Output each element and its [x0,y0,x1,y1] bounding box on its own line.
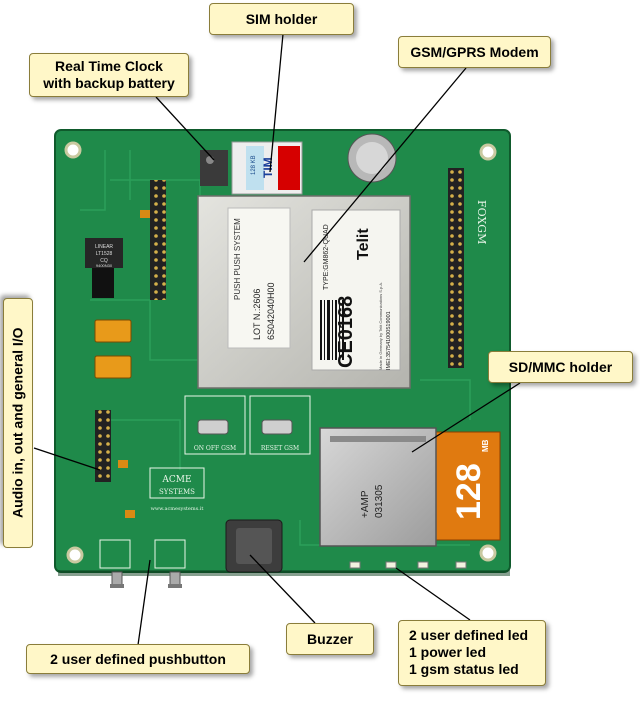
callout-sd-holder-text: SD/MMC holder [508,359,613,375]
pcb-edge-shadow [58,570,510,576]
callout-pushbutton: 2 user defined pushbutton [26,644,250,674]
callout-rtc-line-1: Real Time Clock [55,58,163,74]
amp-line-2: 031305 [374,484,385,518]
acme-logo: ACME SYSTEMS www.acmesystems.it [149,467,205,512]
callout-leds: 2 user defined led 1 power led 1 gsm sta… [398,620,546,686]
chip-line-3: CQ [100,258,108,264]
pushbuttons [99,539,186,588]
callout-sd-holder: SD/MMC holder [488,351,633,383]
imei-label: IMEI:357541000519001 [386,311,392,370]
reset-label: RESET GSM [261,445,299,452]
sd-holder: 128 MB +AMP 031305 [319,427,501,547]
right-header [448,168,464,368]
coin-battery [347,133,397,183]
acme-line-1: ACME [161,475,191,485]
callout-pushbutton-text: 2 user defined pushbutton [50,651,226,667]
telit-brand: Telit [355,228,372,260]
voltage-regulator: LINEAR LT1528 CQ 9400N30 [85,238,123,298]
chip-line-4: 9400N30 [96,263,113,268]
ce-mark: CE0168 [335,296,357,368]
acme-url: www.acmesystems.it [151,506,204,512]
gsm-switches: ON OFF GSM RESET GSM [184,395,311,455]
callout-rtc-line-2: with backup battery [43,75,175,91]
buzzer [225,519,283,573]
acme-line-2: SYSTEMS [159,488,195,496]
callout-gsm-modem-text: GSM/GPRS Modem [410,44,539,60]
left-io-header [95,410,111,482]
callout-gsm-modem: GSM/GPRS Modem [398,36,551,68]
sim-holder: 128 KB TIM [231,141,303,195]
sim-tag: 128 KB [251,155,257,175]
made-in-label: Made in Germany by Telit Communications … [378,282,383,370]
callout-rtc: Real Time Clock with backup battery [29,53,189,97]
callout-buzzer: Buzzer [286,623,374,655]
lot-line-1: LOT N.:2606 [252,289,262,340]
leds [349,561,467,569]
top-left-header [150,180,166,300]
barcode [320,300,344,360]
callout-audio-io: Audio in, out and general I/O [3,298,33,548]
chip-line-2: LT1528 [96,251,113,257]
chip-line-1: LINEAR [95,244,113,250]
board-name-silk: FOXGM [475,200,488,244]
callout-leds-line-3: 1 gsm status led [409,661,519,677]
mounting-holes [64,141,497,564]
callout-audio-io-text: Audio in, out and general I/O [9,327,26,519]
callout-sim-holder-text: SIM holder [245,11,318,27]
callout-leds-line-2: 1 power led [409,644,487,660]
callout-sim-holder: SIM holder [209,3,354,35]
capacitors [94,210,150,518]
sim-brand: TIM [261,157,275,178]
leader-lines [33,33,521,646]
rtc-block [200,150,228,186]
lot-line-2: 6S042040H00 [266,282,276,340]
callout-leds-line-1: 2 user defined led [409,627,529,643]
sd-unit: MB [481,439,490,452]
callout-buzzer-text: Buzzer [307,631,353,647]
gsm-modem: PUSH PUSH SYSTEM LOT N.:2606 6S042040H00… [197,195,411,389]
modem-type: TYPE:GM862-QUAD [323,224,330,290]
on-off-label: ON OFF GSM [194,445,236,452]
sd-capacity: 128 [450,463,488,520]
amp-line-1: +AMP [360,490,371,518]
push-push-label: PUSH PUSH SYSTEM [233,218,242,300]
